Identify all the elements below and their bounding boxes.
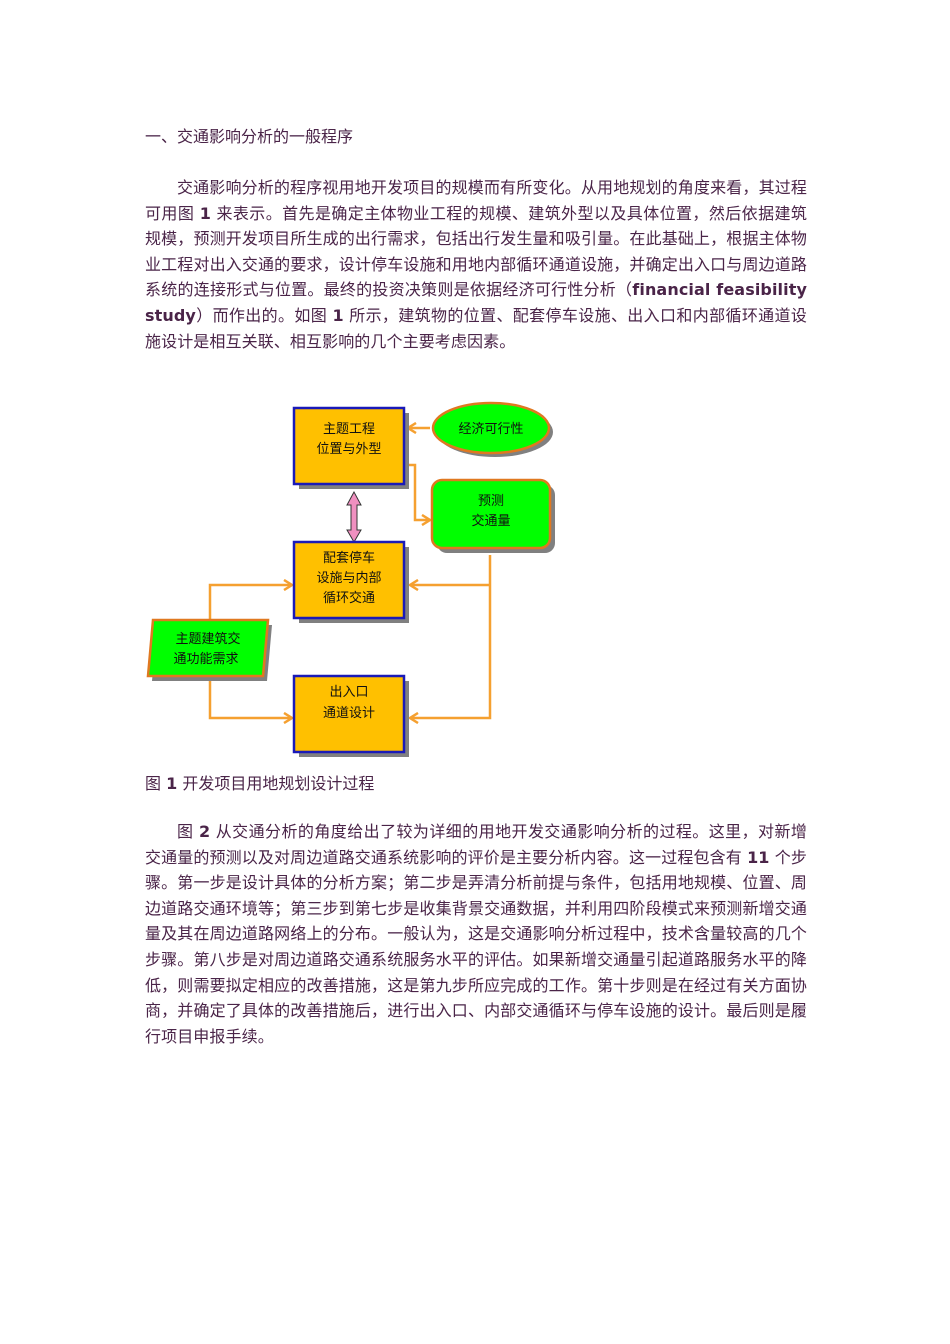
p1-text-1: 交通影响分析的程序视用地开发项目的规模而有所变化。从用地规划的角度来看，其过程可… [145, 178, 807, 223]
node-traffic-forecast-line2: 交通量 [471, 513, 510, 529]
node-main-project: 主题工程 位置与外型 [292, 406, 409, 489]
p1-text-3: ）而作出的。如图 [195, 305, 328, 325]
node-main-project-line2: 位置与外型 [316, 442, 381, 457]
node-traffic-forecast-line1: 预测 [478, 494, 504, 509]
node-parking-circulation: 配套停车 设施与内部 循环交通 [292, 540, 409, 623]
p1-text-2: 来表示。首先是确定主体物业工程的规模、建筑外型以及具体位置，然后依据建筑规模，预… [145, 203, 807, 300]
p1-fig-ref: 1 [199, 203, 211, 223]
node-function-demand-line1: 主题建筑交 [175, 631, 240, 647]
figure-1-diagram: 主题工程 位置与外型 经济可行性 预测 交通量 配套停车 设施与内部 循环交通 [140, 395, 570, 760]
caption-prefix: 图 [145, 774, 162, 793]
p2-text-1: 从交通分析的角度给出了较为详细的用地开发交通影响分析的过程。这里，对新增交通量的… [145, 822, 808, 867]
node-traffic-forecast: 预测 交通量 [430, 478, 555, 553]
bidirectional-arrow-icon [346, 490, 362, 543]
p2-step-count: 11 [747, 847, 770, 867]
node-main-project-line1: 主题工程 [323, 422, 375, 437]
node-function-demand: 主题建筑交 通功能需求 [146, 618, 272, 681]
p1-english-term: financial feasibility study [145, 280, 807, 325]
section-heading: 一、交通影响分析的一般程序 [145, 127, 354, 146]
caption-number: 1 [166, 774, 178, 793]
connector-lines [208, 428, 492, 718]
node-economic-feasibility-label: 经济可行性 [458, 422, 523, 437]
node-economic-feasibility: 经济可行性 [431, 401, 553, 457]
p1-fig-ref-2: 1 [332, 305, 344, 325]
p1-text-4: 所示，建筑物的位置、配套停车设施、出入口和内部循环通道设施设计是相互关联、相互影… [145, 305, 807, 351]
node-entrance-design: 出入口 通道设计 [292, 674, 409, 757]
node-function-demand-line2: 通功能需求 [173, 652, 238, 667]
p2-text-2: 个步骤。第一步是设计具体的分析方案；第二步是弄清分析前提与条件，包括用地规模、位… [145, 847, 807, 1046]
p2-fig-ref: 2 [198, 822, 211, 841]
node-entrance-line1: 出入口 [329, 685, 368, 700]
node-parking-line2: 设施与内部 [316, 570, 381, 586]
node-parking-line1: 配套停车 [323, 550, 375, 566]
node-entrance-line2: 通道设计 [323, 706, 375, 721]
caption-text: 开发项目用地规划设计过程 [182, 774, 375, 793]
paragraph-figure2-steps: 图 2 从交通分析的角度给出了较为详细的用地开发交通影响分析的过程。这里，对新增… [145, 819, 807, 1049]
node-parking-line3: 循环交通 [323, 590, 375, 606]
paragraph-procedure-intro: 交通影响分析的程序视用地开发项目的规模而有所变化。从用地规划的角度来看，其过程可… [145, 175, 807, 354]
figure-1-caption: 图 1 开发项目用地规划设计过程 [145, 773, 374, 795]
p2-fig-prefix: 图 [177, 822, 194, 841]
